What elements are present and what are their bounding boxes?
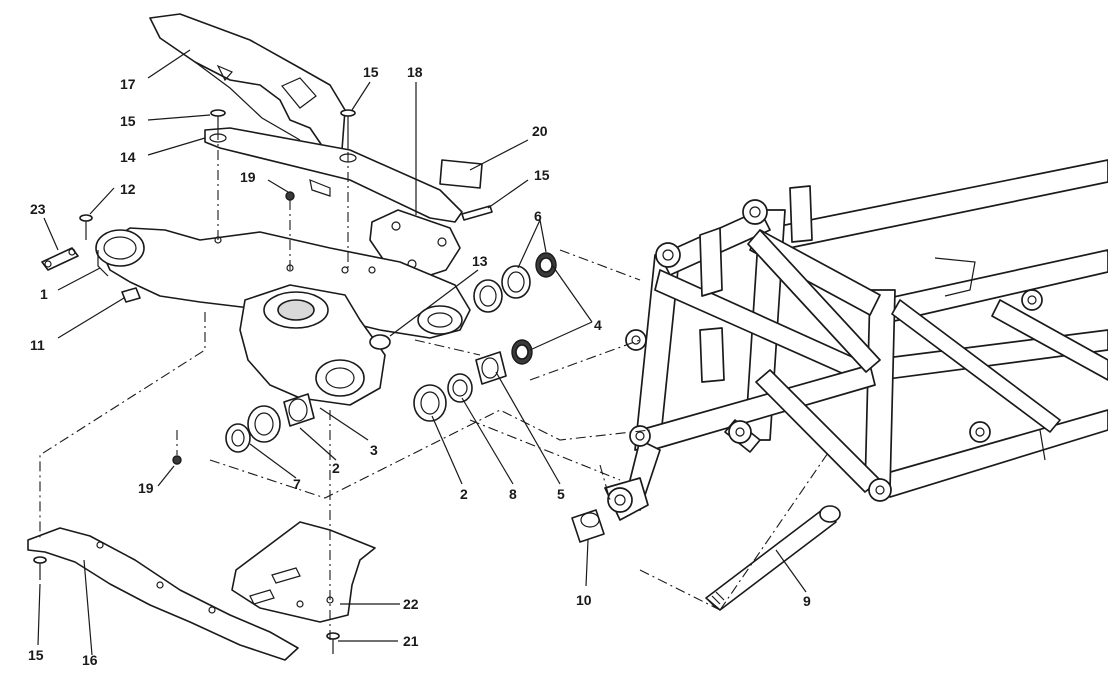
callout-18: 18 (407, 64, 423, 80)
part-fasteners (33, 109, 493, 654)
callout-9: 9 (803, 593, 811, 609)
callout-8: 8 (509, 486, 517, 502)
callout-14: 14 (120, 149, 136, 165)
callout-7: 7 (293, 476, 301, 492)
callout-21: 21 (403, 633, 419, 649)
callout-12: 12 (120, 181, 136, 197)
frame (604, 159, 1108, 521)
part-bearings-left (225, 393, 315, 453)
part-swingarm (95, 227, 471, 406)
callout-2: 2 (332, 460, 340, 476)
callout-2: 2 (460, 486, 468, 502)
callout-23: 23 (30, 201, 46, 217)
part-bushing-10 (571, 509, 605, 543)
callout-19: 19 (240, 169, 256, 185)
callout-20: 20 (532, 123, 548, 139)
callout-22: 22 (403, 596, 419, 612)
callout-6: 6 (534, 208, 542, 224)
part-label-sticker (439, 159, 483, 189)
callouts: 17 15 18 15 14 20 19 12 15 23 6 13 1 4 1… (28, 64, 811, 668)
callout-1: 1 (40, 286, 48, 302)
part-chain-guard (149, 13, 346, 151)
callout-15: 15 (534, 167, 550, 183)
part-pivot-shaft (705, 505, 841, 611)
part-lower-plate (231, 521, 376, 623)
assembly-lines (39, 130, 831, 640)
callout-4: 4 (594, 317, 602, 333)
callout-10: 10 (576, 592, 592, 608)
callout-15: 15 (363, 64, 379, 80)
callout-15: 15 (28, 647, 44, 663)
part-lower-guard (27, 527, 299, 661)
callout-16: 16 (82, 652, 98, 668)
callout-17: 17 (120, 76, 136, 92)
callout-11: 11 (30, 337, 45, 353)
leader-lines (37, 49, 807, 656)
callout-3: 3 (370, 442, 378, 458)
callout-15: 15 (120, 113, 136, 129)
callout-5: 5 (557, 486, 565, 502)
callout-13: 13 (472, 253, 488, 269)
part-bearings-right (413, 252, 557, 422)
callout-19: 19 (138, 480, 154, 496)
